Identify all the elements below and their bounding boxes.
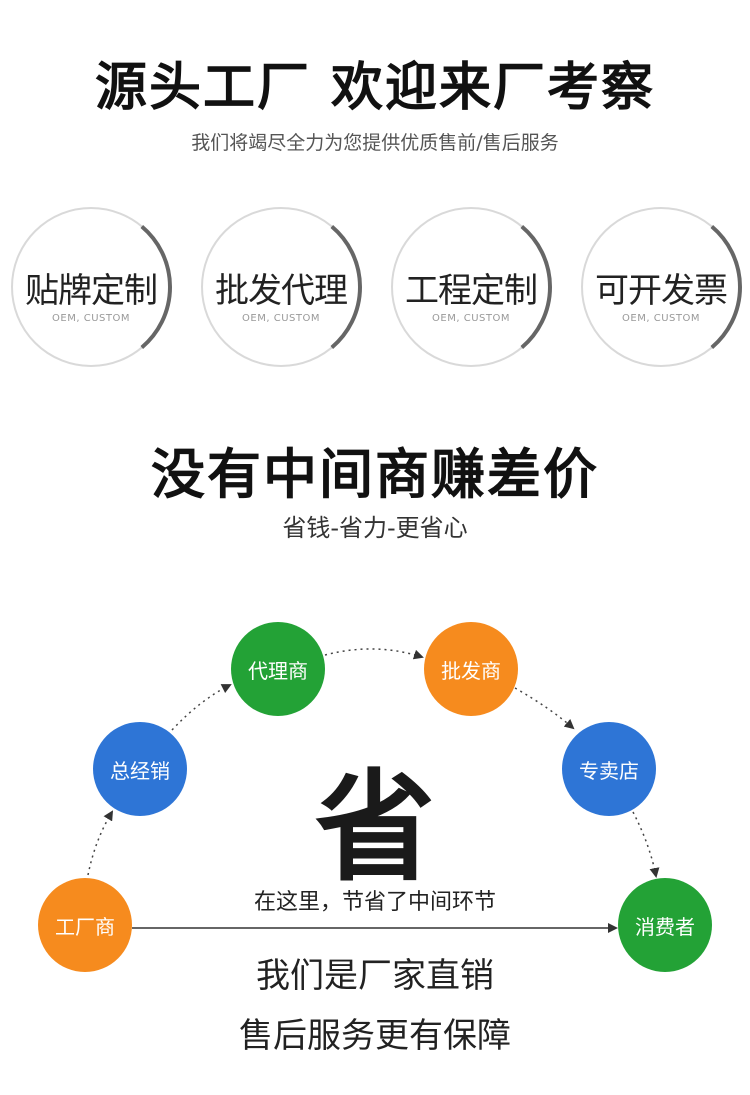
node-factory: 工厂商 <box>38 878 132 972</box>
node-store: 专卖店 <box>562 722 656 816</box>
service-label: 工程定制 <box>405 271 538 311</box>
arrow-factory-to-distributor <box>87 810 114 876</box>
page-title: 源头工厂 欢迎来厂考察 <box>94 58 656 118</box>
ring-icon <box>391 207 552 367</box>
footer-line-1: 我们是厂家直销 <box>256 956 494 996</box>
node-general-distributor: 总经销 <box>93 722 187 816</box>
service-label: 批发代理 <box>215 271 348 311</box>
arrow-store-to-consumer <box>632 811 660 878</box>
save-character: 省 <box>315 759 435 898</box>
service-badge-oem: 贴牌定制 OEM, CUSTOM <box>9 205 173 369</box>
service-badge-invoice: 可开发票 OEM, CUSTOM <box>579 205 743 369</box>
section-subtitle: 省钱-省力-更省心 <box>282 514 468 542</box>
service-label: 可开发票 <box>595 271 728 311</box>
arrow-agent-to-wholesaler <box>324 648 424 660</box>
service-sub-label: OEM, CUSTOM <box>52 313 130 324</box>
service-badge-engineering: 工程定制 OEM, CUSTOM <box>389 205 553 369</box>
ring-icon <box>11 207 172 367</box>
node-agent: 代理商 <box>231 622 325 716</box>
node-wholesaler: 批发商 <box>424 622 518 716</box>
footer-line-2: 售后服务更有保障 <box>239 1016 511 1056</box>
arrow-wholesaler-to-store <box>514 687 575 730</box>
section-title: 没有中间商赚差价 <box>151 443 599 506</box>
node-consumer: 消费者 <box>618 878 712 972</box>
service-sub-label: OEM, CUSTOM <box>622 313 700 324</box>
ring-icon <box>581 207 742 367</box>
service-sub-label: OEM, CUSTOM <box>242 313 320 324</box>
flow-connectors <box>87 648 660 933</box>
service-badge-wholesale: 批发代理 OEM, CUSTOM <box>199 205 363 369</box>
direct-route-caption: 在这里，节省了中间环节 <box>253 890 496 915</box>
service-sub-label: OEM, CUSTOM <box>432 313 510 324</box>
arrow-distributor-to-agent <box>171 684 232 731</box>
ring-icon <box>201 207 362 367</box>
service-label: 贴牌定制 <box>25 271 158 311</box>
page-subtitle: 我们将竭尽全力为您提供优质售前/售后服务 <box>191 132 559 154</box>
